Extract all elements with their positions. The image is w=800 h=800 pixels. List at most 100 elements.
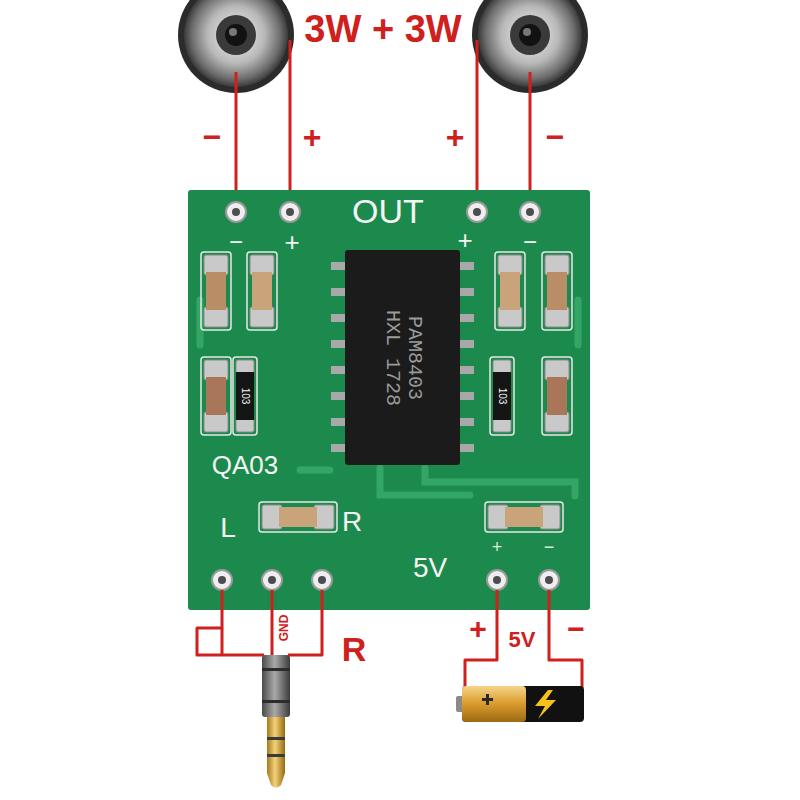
silkscreen-outline bbox=[201, 252, 231, 330]
chip-leg bbox=[331, 314, 345, 322]
chip-leg bbox=[331, 288, 345, 296]
pin-hole bbox=[218, 576, 226, 584]
wire bbox=[465, 590, 497, 688]
polarity-label: + bbox=[446, 120, 465, 155]
lightning-bolt bbox=[535, 690, 556, 719]
polarity-mark: + bbox=[492, 538, 503, 558]
speaker-center bbox=[225, 24, 247, 46]
wire bbox=[221, 628, 224, 655]
silkscreen-outline bbox=[485, 502, 563, 532]
capacitor-symbol bbox=[201, 357, 231, 435]
capacitor-symbol bbox=[259, 502, 337, 532]
jack-ridge bbox=[262, 668, 290, 671]
speaker-cap bbox=[510, 15, 550, 55]
polarity-mark: − bbox=[229, 229, 243, 255]
silkscreen-outline bbox=[259, 502, 337, 532]
chip-leg bbox=[460, 366, 474, 374]
capacitor-symbol bbox=[247, 252, 277, 330]
resistor-body bbox=[236, 372, 254, 420]
resistor-body bbox=[493, 372, 511, 420]
wire bbox=[529, 72, 532, 202]
capacitor-body bbox=[505, 507, 543, 527]
chip-leg bbox=[460, 340, 474, 348]
capacitor-body bbox=[252, 272, 272, 310]
battery-icon bbox=[456, 686, 584, 722]
silkscreen-outline bbox=[542, 357, 572, 435]
silkscreen-outline bbox=[233, 357, 257, 435]
polarity-mark: − bbox=[523, 229, 537, 255]
capacitor-body bbox=[206, 377, 226, 415]
solder-pad bbox=[493, 418, 511, 432]
chip-leg bbox=[460, 444, 474, 452]
wire bbox=[476, 40, 479, 202]
trace bbox=[575, 300, 582, 345]
jack-ridge bbox=[262, 700, 290, 703]
polarity-label: + bbox=[469, 612, 487, 645]
pin-pad bbox=[212, 570, 232, 590]
battery-body bbox=[462, 686, 584, 722]
jack-plug bbox=[267, 717, 285, 773]
board-name: QA03 bbox=[212, 451, 279, 480]
battery-gold bbox=[462, 686, 526, 722]
pin-pad bbox=[262, 570, 282, 590]
wire bbox=[289, 40, 292, 202]
silkscreen-outline bbox=[247, 252, 277, 330]
chip-leg bbox=[460, 392, 474, 400]
chip-leg bbox=[331, 340, 345, 348]
solder-pad bbox=[236, 418, 254, 432]
pin-pad bbox=[467, 202, 487, 222]
amplifier-chip: PAM8403 HXL 1728 bbox=[345, 250, 460, 465]
capacitor-symbol bbox=[542, 357, 572, 435]
chip-leg bbox=[460, 314, 474, 322]
polarity-label: + bbox=[303, 120, 322, 155]
pin-hole bbox=[318, 576, 326, 584]
pin-hole bbox=[268, 576, 276, 584]
polarity-mark: + bbox=[457, 226, 472, 255]
chip-leg bbox=[331, 262, 345, 270]
chip-leg bbox=[460, 418, 474, 426]
silkscreen-outline bbox=[201, 357, 231, 435]
jack-ring bbox=[267, 754, 285, 757]
wire bbox=[197, 590, 264, 655]
pin-name: R bbox=[342, 507, 362, 538]
pcb-board: −+OUT+−103103QA03LR5V+−PAM8403 HXL 1728 bbox=[188, 190, 590, 610]
chip-leg bbox=[331, 392, 345, 400]
solder-pad bbox=[236, 360, 254, 374]
capacitor-body bbox=[500, 272, 520, 310]
polarity-mark: + bbox=[284, 228, 299, 257]
audio-jack bbox=[262, 655, 290, 788]
capacitor-body bbox=[547, 272, 567, 310]
chip-leg bbox=[331, 418, 345, 426]
polarity-label: − bbox=[567, 612, 585, 645]
pin-hole bbox=[526, 208, 534, 216]
capacitor-body bbox=[279, 507, 317, 527]
pin-pad bbox=[312, 570, 332, 590]
capacitor-body bbox=[206, 272, 226, 310]
trace bbox=[197, 300, 204, 345]
channel-label: R bbox=[342, 631, 367, 668]
speaker-wires bbox=[236, 40, 530, 202]
signal-name: GND bbox=[278, 615, 291, 642]
power-rating: 3W + 3W bbox=[304, 9, 461, 51]
speaker-cap bbox=[216, 15, 256, 55]
resistor-code: 103 bbox=[240, 388, 251, 405]
wire bbox=[271, 590, 274, 657]
plus-sign bbox=[482, 694, 493, 705]
pin-pad bbox=[539, 570, 559, 590]
pin-hole bbox=[493, 576, 501, 584]
pin-hole bbox=[286, 208, 294, 216]
pin-pad bbox=[226, 202, 246, 222]
trace bbox=[300, 467, 330, 474]
pin-name: 5V bbox=[413, 553, 447, 584]
pin-hole bbox=[232, 208, 240, 216]
speaker-highlight bbox=[229, 28, 237, 36]
jack-tip bbox=[267, 773, 285, 788]
silkscreen-outline bbox=[495, 252, 525, 330]
silkscreen-outline bbox=[542, 252, 572, 330]
chip-marking: PAM8403 HXL 1728 bbox=[381, 303, 425, 413]
capacitor-symbol bbox=[201, 252, 231, 330]
wire bbox=[288, 590, 322, 655]
solder-pad bbox=[493, 360, 511, 374]
voltage-label: 5V bbox=[509, 628, 536, 652]
